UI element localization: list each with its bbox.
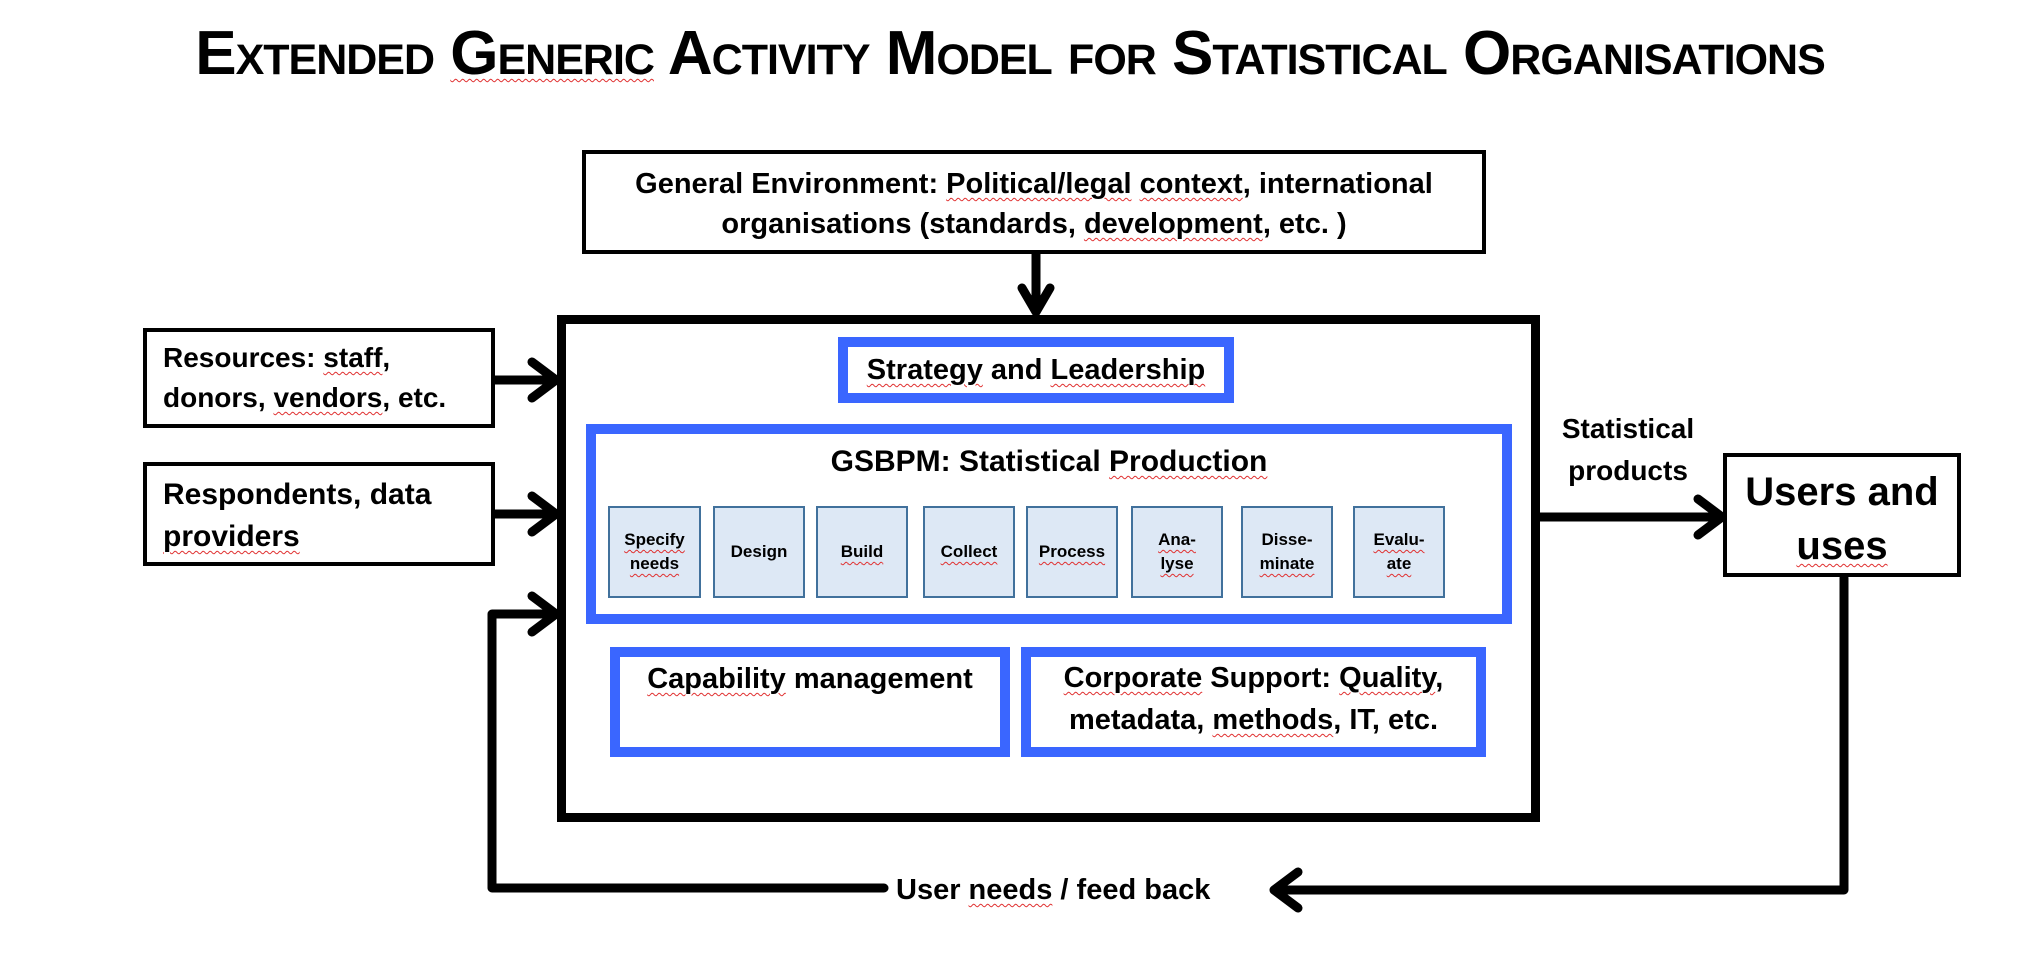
products-arrowhead bbox=[1693, 494, 1727, 540]
users-and-uses-box: Users and uses bbox=[1723, 453, 1961, 577]
general-environment-box: General Environment: Political/legal con… bbox=[582, 150, 1486, 254]
text: Leadership bbox=[1050, 354, 1206, 386]
feedback-label: User needs / feed back bbox=[896, 870, 1256, 910]
text: products bbox=[1568, 455, 1688, 486]
text: General Environment: bbox=[635, 168, 947, 200]
text: Process bbox=[1038, 542, 1106, 561]
step-evaluate: Evalu-ate bbox=[1353, 506, 1445, 598]
text: lyse bbox=[1160, 554, 1194, 573]
text: , bbox=[1435, 662, 1444, 694]
text: Respondents, data bbox=[163, 478, 432, 511]
text: , etc. ) bbox=[1262, 208, 1347, 240]
text: Evalu- bbox=[1373, 530, 1425, 549]
text: development bbox=[1083, 208, 1263, 240]
respondents-box: Respondents, data providers bbox=[143, 462, 495, 566]
text: Disse- bbox=[1261, 530, 1313, 549]
text: Ana- bbox=[1158, 530, 1196, 549]
text: context bbox=[1139, 168, 1243, 200]
text: staff bbox=[323, 342, 383, 373]
text: Quality bbox=[1339, 662, 1436, 694]
resources-box: Resources: staff, donors, vendors, etc. bbox=[143, 328, 495, 428]
statistical-products-label: Statistical products bbox=[1548, 408, 1708, 492]
env-arrowhead bbox=[1017, 283, 1055, 317]
text: management bbox=[785, 663, 973, 695]
text: methods bbox=[1212, 704, 1334, 736]
corporate-support-box: Corporate Support: Quality, metadata, me… bbox=[1021, 647, 1486, 757]
step-build: Build bbox=[816, 506, 908, 598]
step-analyse: Ana-lyse bbox=[1131, 506, 1223, 598]
text: needs bbox=[629, 554, 680, 573]
strategy-leadership-box: Strategy and Leadership bbox=[838, 337, 1234, 403]
text: / feed back bbox=[1052, 874, 1211, 906]
text: providers bbox=[163, 520, 300, 553]
step-design: Design bbox=[713, 506, 805, 598]
text: Political/legal bbox=[946, 168, 1132, 200]
text: Build bbox=[840, 542, 884, 561]
text: Collect bbox=[940, 542, 998, 561]
general-environment-line2: organisations (standards, development, e… bbox=[586, 204, 1482, 244]
text bbox=[1132, 168, 1140, 200]
text: and bbox=[982, 354, 1051, 386]
text: Design bbox=[730, 542, 788, 561]
users-feedback-line bbox=[1271, 573, 1849, 895]
general-environment-line1: General Environment: Political/legal con… bbox=[586, 164, 1482, 204]
resources-arrowhead bbox=[527, 357, 561, 403]
title-part: Activity Model for Statistical Organisat… bbox=[653, 19, 1826, 88]
text: metadata, bbox=[1068, 704, 1213, 736]
feedback-arrowhead bbox=[527, 591, 561, 637]
page-title: Extended Generic Activity Model for Stat… bbox=[0, 14, 2020, 94]
step-collect: Collect bbox=[923, 506, 1015, 598]
text: uses bbox=[1796, 524, 1888, 568]
gsbpm-title: GSBPM: Statistical Production bbox=[596, 442, 1502, 482]
text: , bbox=[382, 342, 391, 373]
text: , international bbox=[1242, 168, 1433, 200]
text: Corporate bbox=[1063, 662, 1203, 694]
step-process: Process bbox=[1026, 506, 1118, 598]
step-disseminate: Disse-minate bbox=[1241, 506, 1333, 598]
text: Users and bbox=[1745, 470, 1939, 514]
text: , etc. bbox=[382, 382, 447, 413]
users-feedback-arrowhead bbox=[1269, 867, 1303, 913]
text: Production bbox=[1109, 445, 1268, 478]
feedback-loop-line bbox=[487, 609, 889, 893]
text: needs bbox=[968, 874, 1053, 906]
step-specify-needs: Specify needs bbox=[608, 506, 701, 598]
text: organisations (standards, bbox=[721, 208, 1084, 240]
capability-management-box: Capability management bbox=[610, 647, 1010, 757]
text: ate bbox=[1386, 554, 1412, 573]
text: Resources: bbox=[163, 342, 324, 373]
text: User bbox=[896, 874, 969, 906]
text: vendors bbox=[273, 382, 383, 413]
text: GSBPM: Statistical bbox=[830, 445, 1110, 478]
text: Specify bbox=[624, 530, 685, 549]
text: Strategy bbox=[866, 354, 983, 386]
text: , IT, etc. bbox=[1333, 704, 1439, 736]
text: Statistical bbox=[1561, 413, 1695, 444]
title-part: Extended bbox=[195, 19, 451, 88]
title-part: Generic bbox=[450, 19, 655, 88]
text: Support: bbox=[1202, 662, 1340, 694]
gsbpm-box: GSBPM: Statistical Production Specify nee… bbox=[586, 424, 1512, 624]
text: donors, bbox=[163, 382, 274, 413]
text: Capability bbox=[647, 663, 786, 695]
respondents-arrowhead bbox=[527, 491, 561, 537]
text: minate bbox=[1259, 554, 1315, 573]
